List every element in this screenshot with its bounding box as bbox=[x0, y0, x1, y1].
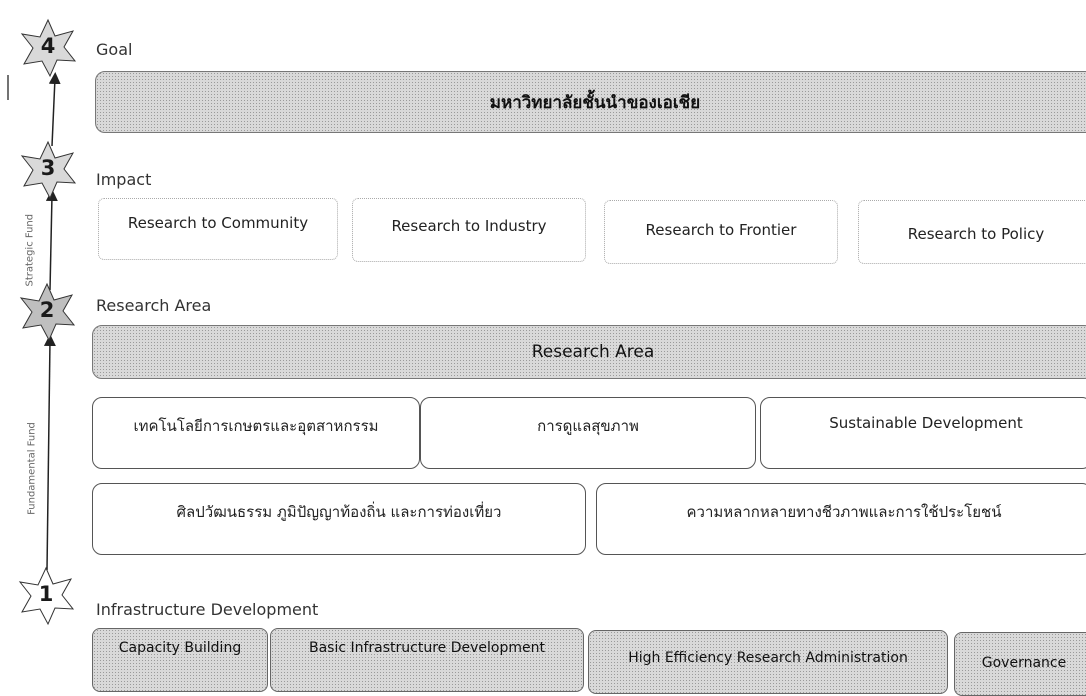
level-number: 4 bbox=[40, 34, 56, 58]
area-box-healthcare: การดูแลสุขภาพ bbox=[420, 397, 756, 469]
research-area-label: Research Area bbox=[96, 296, 212, 315]
impact-text: Research to Frontier bbox=[645, 221, 797, 239]
level-number: 1 bbox=[38, 582, 54, 606]
level-star-4: 4 bbox=[18, 18, 78, 78]
level-number: 3 bbox=[40, 156, 56, 180]
infra-text: Basic Infrastructure Development bbox=[308, 640, 545, 656]
arrow-2-to-3 bbox=[45, 189, 58, 291]
research-area-banner: Research Area bbox=[92, 325, 1086, 379]
arrow-1-to-2 bbox=[43, 334, 56, 571]
area-text: เทคโนโลยีการเกษตรและอุตสาหกรรม bbox=[133, 417, 379, 435]
level-star-3: 3 bbox=[18, 140, 78, 200]
goal-text: มหาวิทยาลัยชั้นนำของเอเชีย bbox=[489, 92, 701, 113]
area-box-culture-tourism: ศิลปวัฒนธรรม ภูมิปัญญาท้องถิ่น และการท่อ… bbox=[92, 483, 586, 555]
area-box-agri-industry-tech: เทคโนโลยีการเกษตรและอุตสาหกรรม bbox=[92, 397, 420, 469]
impact-text: Research to Community bbox=[127, 214, 309, 232]
area-text: การดูแลสุขภาพ bbox=[537, 417, 639, 435]
level-star-2: 2 bbox=[17, 282, 77, 342]
infra-box-research-administration: High Efficiency Research Administration bbox=[588, 630, 948, 694]
infrastructure-label: Infrastructure Development bbox=[96, 600, 319, 619]
infra-text: Governance bbox=[981, 655, 1067, 671]
area-text: Sustainable Development bbox=[829, 414, 1023, 432]
infra-text: High Efficiency Research Administration bbox=[628, 650, 908, 666]
area-text: ศิลปวัฒนธรรม ภูมิปัญญาท้องถิ่น และการท่อ… bbox=[176, 503, 502, 521]
research-area-banner-text: Research Area bbox=[531, 342, 655, 362]
strategic-fund-label: Strategic Fund bbox=[24, 213, 36, 287]
impact-text: Research to Industry bbox=[391, 217, 547, 235]
goal-banner: มหาวิทยาลัยชั้นนำของเอเชีย bbox=[95, 71, 1086, 133]
impact-box-policy: Research to Policy bbox=[858, 200, 1086, 264]
area-box-sustainable-development: Sustainable Development bbox=[760, 397, 1086, 469]
infra-box-basic-infrastructure: Basic Infrastructure Development bbox=[270, 628, 584, 692]
goal-label: Goal bbox=[96, 40, 133, 59]
infra-text: Capacity Building bbox=[118, 640, 242, 656]
level-star-1: 1 bbox=[16, 566, 76, 626]
level-number: 2 bbox=[39, 298, 55, 322]
fundamental-fund-label: Fundamental Fund bbox=[26, 422, 38, 515]
infra-box-capacity-building: Capacity Building bbox=[92, 628, 268, 692]
area-text: ความหลากหลายทางชีวภาพและการใช้ประโยชน์ bbox=[686, 503, 1002, 521]
impact-text: Research to Policy bbox=[907, 225, 1045, 243]
impact-box-frontier: Research to Frontier bbox=[604, 200, 838, 264]
area-box-biodiversity: ความหลากหลายทางชีวภาพและการใช้ประโยชน์ bbox=[596, 483, 1086, 555]
arrow-3-to-4 bbox=[48, 72, 61, 147]
impact-label: Impact bbox=[96, 170, 152, 189]
infra-box-governance: Governance bbox=[954, 632, 1086, 696]
impact-box-industry: Research to Industry bbox=[352, 198, 586, 262]
impact-box-community: Research to Community bbox=[98, 198, 338, 260]
